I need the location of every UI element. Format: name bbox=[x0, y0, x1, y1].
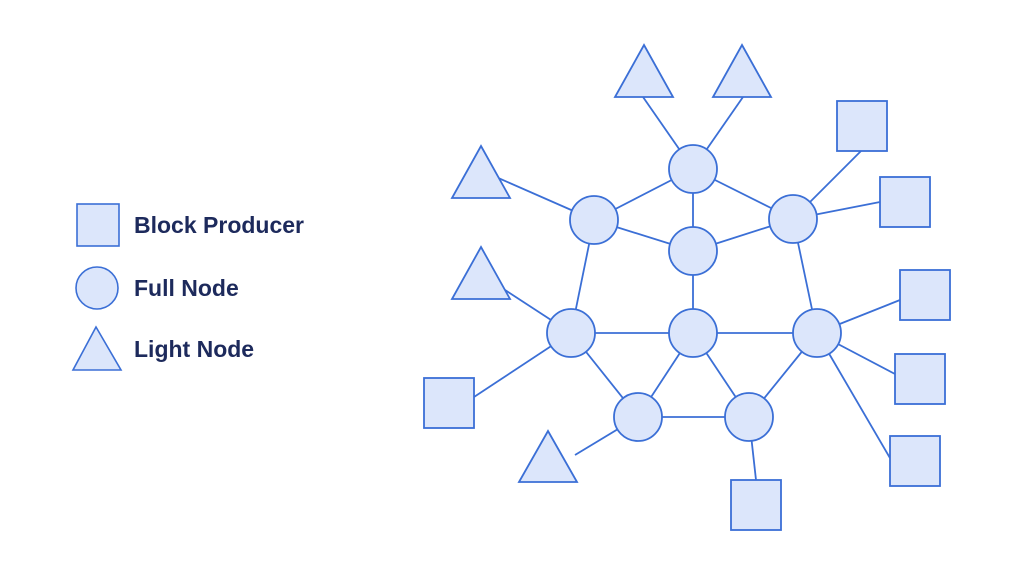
block-producers bbox=[423, 100, 951, 531]
full-node-center bbox=[668, 308, 718, 358]
block-producer bbox=[899, 269, 951, 321]
full-node-center-upper bbox=[668, 226, 718, 276]
light-node bbox=[711, 43, 773, 98]
full-node-top bbox=[668, 144, 718, 194]
full-node-lower-left bbox=[613, 392, 663, 442]
full-node-lower-right bbox=[724, 392, 774, 442]
legend-square-icon bbox=[76, 203, 120, 247]
block-producer bbox=[889, 435, 941, 487]
legend-label-full-node: Full Node bbox=[134, 275, 239, 301]
legend: Block Producer Full Node Light Node bbox=[71, 203, 304, 371]
block-producer bbox=[894, 353, 946, 405]
light-node bbox=[613, 43, 675, 98]
legend-label-light-node: Light Node bbox=[134, 336, 254, 362]
block-producer bbox=[879, 176, 931, 228]
block-producer bbox=[423, 377, 475, 429]
full-node-upper-left bbox=[569, 195, 619, 245]
full-node-right bbox=[792, 308, 842, 358]
light-node bbox=[450, 144, 512, 199]
light-nodes bbox=[450, 43, 773, 483]
full-node-left bbox=[546, 308, 596, 358]
full-node-upper-right bbox=[768, 194, 818, 244]
light-node bbox=[450, 245, 512, 300]
legend-circle-icon bbox=[75, 266, 119, 310]
legend-triangle-icon bbox=[71, 325, 123, 371]
full-nodes bbox=[546, 144, 842, 442]
legend-label-block-producer: Block Producer bbox=[134, 212, 304, 238]
block-producer bbox=[836, 100, 888, 152]
block-producer bbox=[730, 479, 782, 531]
light-node bbox=[517, 429, 579, 483]
